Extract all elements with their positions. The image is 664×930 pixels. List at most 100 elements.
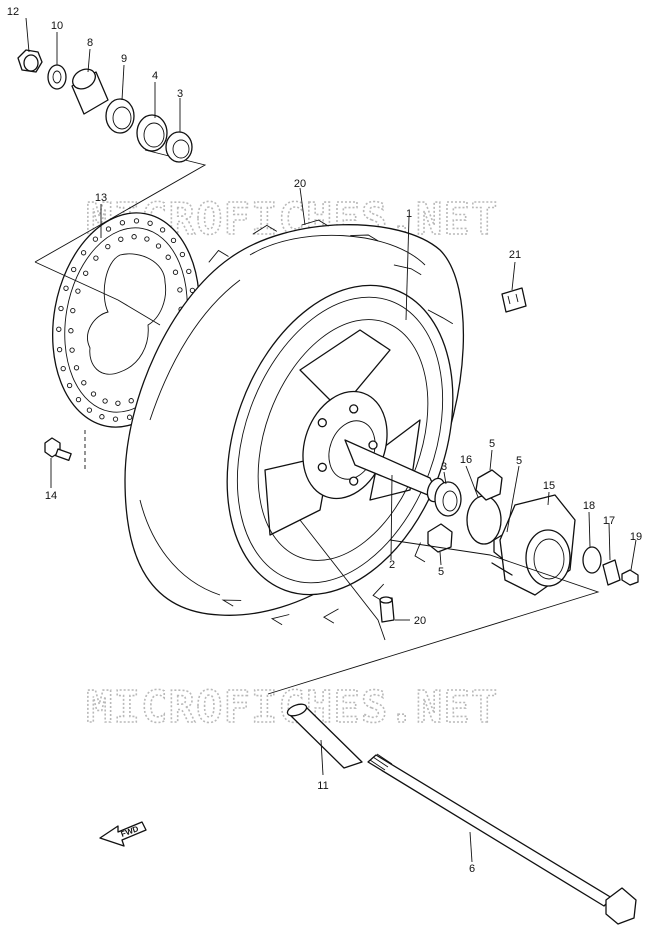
callout-12: 13 [95, 192, 107, 204]
disc-hole [99, 414, 105, 420]
disc-hole [58, 305, 64, 312]
disc-hole [177, 287, 183, 293]
disc-hole [102, 398, 108, 404]
disc-hole [133, 218, 140, 224]
disc-hole [75, 288, 81, 294]
hub-bolt [349, 404, 359, 414]
hub-bolt [368, 440, 378, 450]
spacer-9 [286, 703, 363, 769]
disc-hole [179, 251, 186, 258]
disc-hole [83, 270, 89, 276]
callout-13: 14 [45, 490, 57, 502]
disc-hole [126, 414, 133, 420]
bearing-3-upper [165, 131, 193, 163]
callout-19: 20 [294, 178, 306, 190]
disc-hole [68, 328, 74, 334]
o-ring-15 [466, 495, 502, 545]
tread-mark [427, 309, 454, 325]
disc-hole [112, 416, 119, 422]
bushing-7 [105, 98, 135, 134]
axle-6 [367, 753, 637, 925]
callout-4: 4 [152, 70, 158, 82]
tread-mark [208, 249, 229, 263]
hub-bolt [317, 462, 327, 472]
tread-mark [221, 599, 242, 607]
disc-hole [56, 326, 62, 332]
tread-mark [414, 542, 426, 563]
disc-hole [131, 234, 137, 240]
tread-mark [270, 614, 290, 626]
disc-bolt [44, 430, 86, 470]
callout-7: 9 [121, 53, 127, 65]
hub-bolt [349, 476, 359, 486]
disc-hole [105, 243, 111, 250]
disc-hole [115, 400, 121, 406]
disc-hole [105, 226, 112, 232]
disc-hole [155, 243, 162, 249]
disc-hole [172, 269, 179, 275]
disc-hole [165, 254, 171, 260]
disc-hole [63, 285, 69, 291]
disc-hole [86, 407, 93, 413]
tread-mark [350, 234, 379, 242]
tread-mark [252, 224, 278, 235]
disc-hole [147, 220, 153, 226]
callout-20: 20 [414, 615, 426, 627]
disc-hole [170, 237, 177, 244]
callout-6: 6 [469, 863, 475, 875]
callout-21: 21 [509, 249, 521, 261]
callout-3-lower: 3 [441, 461, 447, 473]
hub-bolt [317, 418, 327, 428]
disc-hole [186, 268, 192, 275]
disc-hole [56, 346, 63, 353]
callout-3-upper: 3 [177, 88, 183, 100]
disc-hole [71, 266, 77, 273]
clip-21 [501, 287, 527, 313]
leader-right-box [267, 539, 600, 695]
disc-hole [128, 398, 134, 404]
callout-11: 12 [7, 6, 19, 18]
disc-hole [118, 236, 124, 242]
disc-hole [144, 236, 150, 242]
callout-9: 11 [317, 780, 328, 792]
callout-17: 18 [583, 500, 595, 512]
disc-hole [75, 396, 82, 403]
bolt-18 [621, 569, 639, 586]
disc-hole [73, 365, 80, 371]
callout-18: 19 [630, 531, 642, 543]
disc-hole [92, 236, 99, 242]
sprocket-mount-14 [491, 494, 576, 596]
callout-2: 2 [389, 559, 395, 571]
callout-15: 16 [460, 454, 472, 466]
disc-hole [66, 382, 73, 389]
bearing-3-lower [434, 481, 462, 517]
plate-16 [602, 559, 621, 586]
sensor-17 [582, 546, 602, 574]
callout-5-c: 5 [438, 566, 444, 578]
disc-hole [70, 307, 76, 314]
callout-5-b: 5 [516, 455, 522, 467]
callout-numbers: 12 10 8 9 4 3 13 20 1 21 14 2 3 16 5 5 5… [7, 6, 642, 875]
callout-10: 10 [51, 20, 63, 32]
spacer-8 [71, 68, 109, 115]
valve-20 [299, 519, 395, 641]
disc-hole [81, 380, 87, 386]
disc-hole [119, 220, 126, 226]
fwd-arrow-icon: FWD [99, 821, 147, 847]
callout-8: 8 [87, 37, 93, 49]
disc-hole [69, 347, 75, 353]
seal-4 [136, 114, 168, 152]
tread-mark [301, 219, 329, 227]
disc-hole [80, 250, 87, 256]
tread-mark [393, 264, 422, 276]
washer-10 [47, 64, 67, 90]
disc-hole [93, 255, 99, 261]
nut-11 [17, 49, 43, 73]
wheel-rim [226, 284, 454, 596]
callout-5-a: 5 [489, 438, 495, 450]
callout-16: 17 [603, 515, 615, 527]
callout-14: 15 [543, 480, 555, 492]
disc-hole [159, 227, 166, 233]
disc-hole [90, 391, 97, 397]
